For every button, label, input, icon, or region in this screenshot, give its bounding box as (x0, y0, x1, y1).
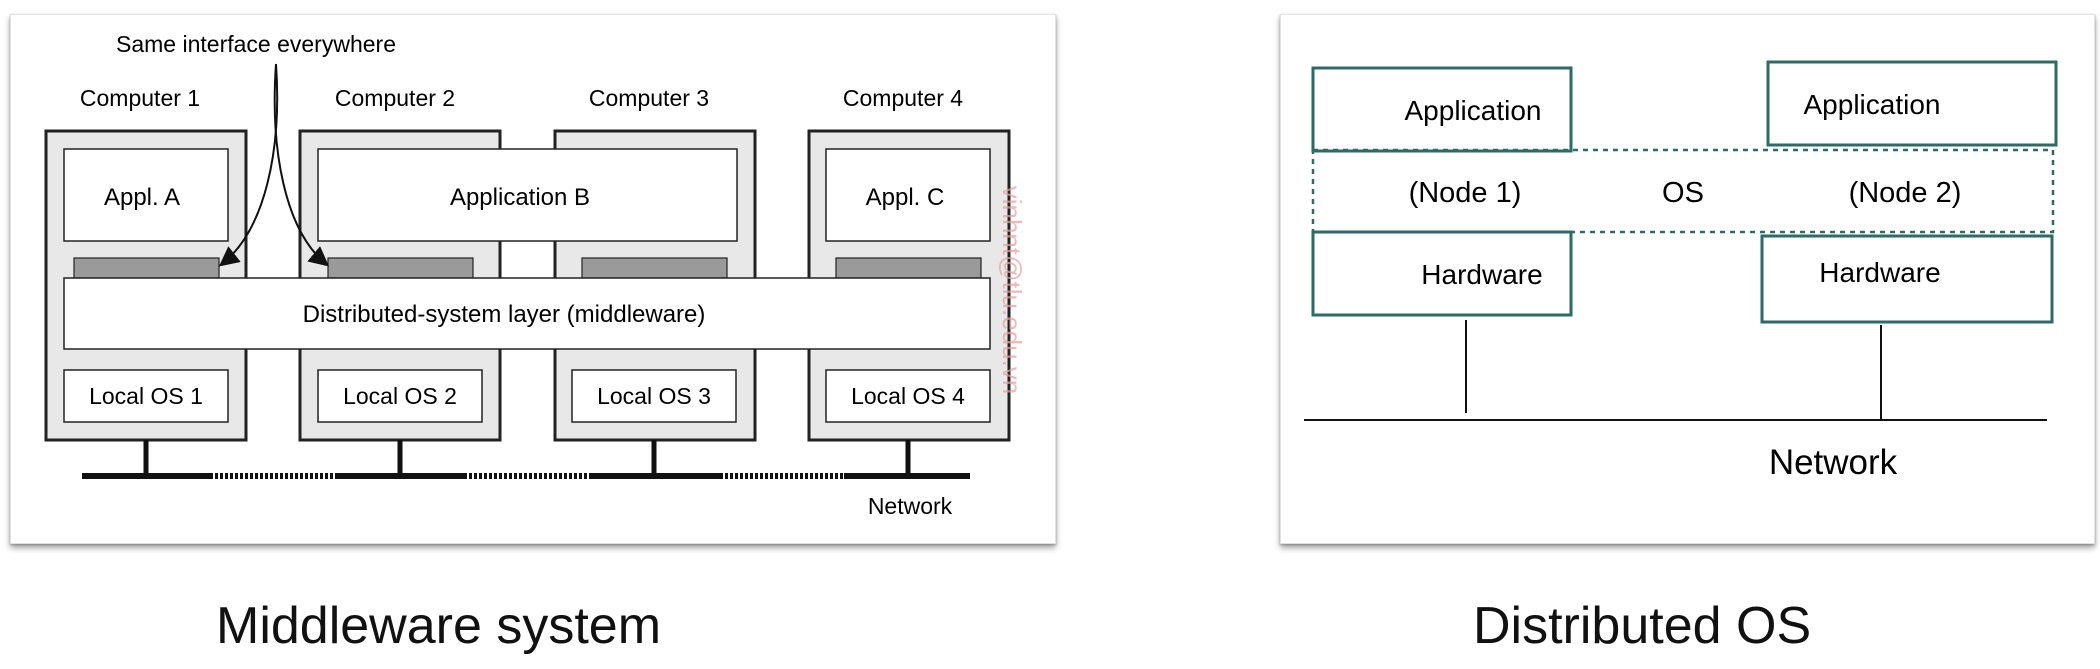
appl-c-label: Appl. C (866, 184, 945, 211)
dos-hardware-label-right: Hardware (1819, 257, 1940, 288)
watermark-text: vinhnt@tlu.edu.vn (997, 186, 1027, 395)
dos-node1-label: (Node 1) (1409, 177, 1522, 209)
dos-hardware-box-right (1760, 234, 2054, 324)
dos-application-label-left: Application (1405, 95, 1542, 126)
dos-hardware-box-left (1311, 230, 1573, 317)
appl-a-box (63, 148, 229, 242)
appl-c-box (825, 148, 991, 242)
dos-application-label-right: Application (1804, 89, 1941, 120)
computer-label-3: Computer 3 (589, 85, 709, 111)
dos-network-label: Network (1769, 443, 1898, 482)
network-bus (82, 440, 970, 479)
dos-application-box-left (1311, 66, 1573, 153)
arrow-to-computer-1 (218, 63, 279, 267)
middleware-layer-box (63, 277, 991, 350)
local-os-box-4 (825, 369, 991, 423)
local-os-box-3 (571, 369, 737, 423)
computer-label-4: Computer 4 (843, 85, 963, 111)
arrow-to-computer-2 (273, 63, 330, 267)
middleware-caption: Middleware system (216, 597, 662, 655)
computer-label-1: Computer 1 (80, 85, 200, 111)
dos-node2-label: (Node 2) (1849, 177, 1962, 209)
middleware-layer-label: Distributed-system layer (middleware) (303, 301, 706, 328)
distributed-os-caption: Distributed OS (1473, 597, 1812, 655)
local-os-label-4: Local OS 4 (851, 383, 965, 409)
application-b-label: Application B (450, 184, 590, 211)
dos-os-label: OS (1662, 177, 1704, 209)
middleware-network-label: Network (868, 493, 953, 519)
dos-hardware-label-left: Hardware (1421, 259, 1542, 290)
local-os-box-1 (63, 369, 229, 423)
computer-label-2: Computer 2 (335, 85, 455, 111)
local-os-label-2: Local OS 2 (343, 383, 457, 409)
local-os-box-2 (317, 369, 483, 423)
dos-network-lines (1304, 320, 2047, 421)
annotation-label: Same interface everywhere (116, 31, 396, 57)
dos-application-box-right (1766, 60, 2058, 147)
local-os-label-1: Local OS 1 (89, 383, 203, 409)
appl-a-label: Appl. A (104, 184, 180, 211)
application-b-box (317, 148, 738, 242)
dos-os-band (1311, 148, 2055, 234)
local-os-label-3: Local OS 3 (597, 383, 711, 409)
